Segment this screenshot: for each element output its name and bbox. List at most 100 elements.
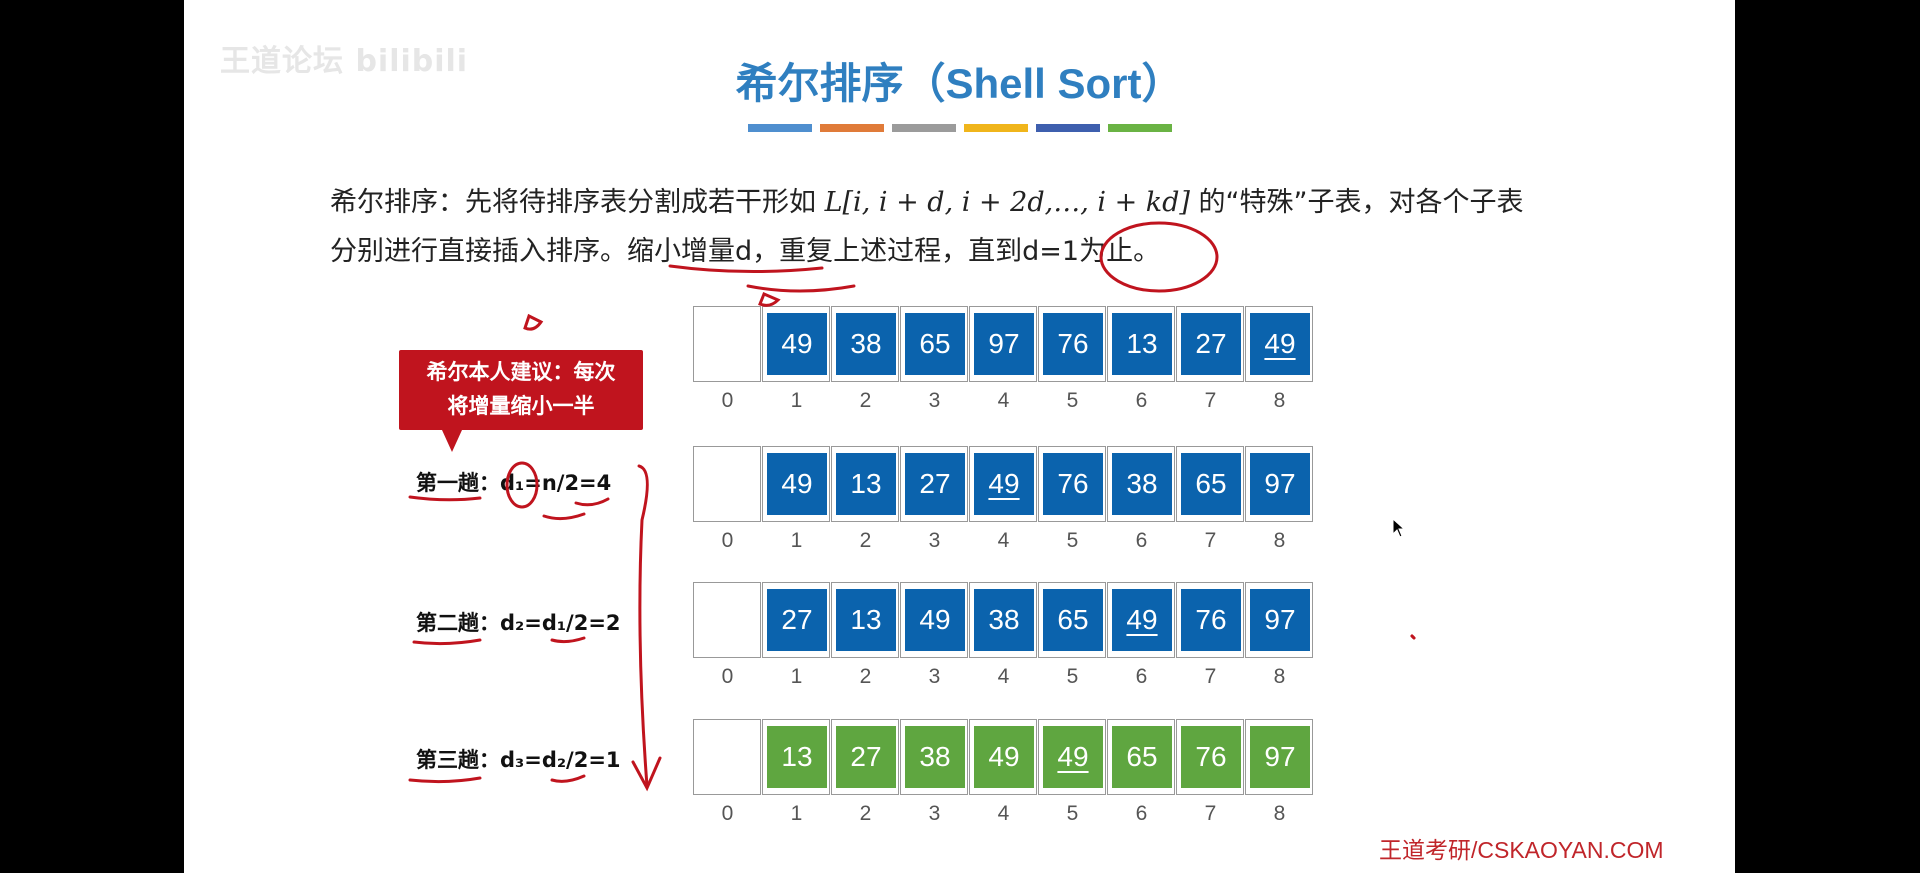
array-value: 49 (1112, 589, 1172, 651)
callout-tail (442, 430, 462, 452)
array-value-text: 65 (919, 328, 951, 359)
array-value-text: 38 (919, 741, 951, 772)
callout-line-1: 希尔本人建议：每次 (426, 360, 616, 384)
description: 希尔排序：先将待排序表分割成若干形如 L[i, i + d, i + 2d,…,… (330, 178, 1630, 276)
array-value: 49 (905, 589, 965, 651)
array-value: 38 (1112, 453, 1172, 515)
slide-title: 希尔排序（Shell Sort） (735, 60, 1184, 107)
array-value-text: 76 (1057, 328, 1089, 359)
array-value: 97 (974, 313, 1034, 375)
array-value-text: 49 (919, 604, 951, 635)
array-cell: 97 (1245, 719, 1313, 795)
array-value: 65 (1181, 453, 1241, 515)
array-row-4: 13 27 38 49 49 65 76 97 (693, 719, 1314, 795)
array-value-text: 76 (1195, 604, 1227, 635)
color-bar-segment (820, 124, 884, 132)
array-value: 49 (974, 726, 1034, 788)
index-label: 4 (997, 802, 1010, 825)
array-value: 27 (1181, 313, 1241, 375)
array-value-text: 65 (1057, 604, 1089, 635)
color-bar-segment (1108, 124, 1172, 132)
array-value: 27 (905, 453, 965, 515)
array-value: 27 (836, 726, 896, 788)
array-value: 13 (836, 453, 896, 515)
array-cell-empty (693, 446, 761, 522)
array-cell: 49 (969, 719, 1037, 795)
array-cell: 27 (831, 719, 899, 795)
description-text-3: 分别进行直接插入排序。 (330, 236, 627, 267)
array-value-text: 38 (1126, 468, 1158, 499)
array-value-text: 13 (850, 468, 882, 499)
index-label: 3 (928, 665, 941, 688)
array-cell: 65 (900, 306, 968, 382)
index-label: 5 (1066, 802, 1079, 825)
array-value-text: 27 (1195, 328, 1227, 359)
array-value: 38 (974, 589, 1034, 651)
index-label: 1 (790, 389, 803, 412)
array-cell: 27 (900, 446, 968, 522)
description-text-4: 缩小增量d (627, 236, 753, 267)
description-text-6: d=1为止。 (1022, 236, 1161, 267)
index-label: 3 (928, 529, 941, 552)
array-value-text: 97 (1264, 741, 1296, 772)
array-cell: 65 (1107, 719, 1175, 795)
index-label: 8 (1273, 802, 1286, 825)
array-cell: 27 (762, 582, 830, 658)
index-label: 5 (1066, 389, 1079, 412)
array-cell: 49 (762, 306, 830, 382)
index-label: 2 (859, 529, 872, 552)
array-value: 38 (905, 726, 965, 788)
mouse-cursor-icon (1392, 518, 1406, 538)
array-value-text: 13 (1126, 328, 1158, 359)
array-cell: 49 (1107, 582, 1175, 658)
index-label: 7 (1204, 665, 1217, 688)
array-value: 38 (836, 313, 896, 375)
index-label: 8 (1273, 529, 1286, 552)
array-cell: 38 (1107, 446, 1175, 522)
index-label: 6 (1135, 389, 1148, 412)
array-value-text: 49 (988, 741, 1020, 772)
array-value-text: 49 (781, 468, 813, 499)
slide: 王道论坛 bilibili 希尔排序（Shell Sort） 希尔排序：先将待排… (184, 0, 1735, 873)
index-label: 0 (721, 529, 734, 552)
array-value-text: 13 (781, 741, 813, 772)
array-value: 13 (767, 726, 827, 788)
color-bar-segment (892, 124, 956, 132)
pass-1-label: 第一趟：d₁=n/2=4 (416, 471, 612, 495)
array-value: 65 (1112, 726, 1172, 788)
array-value: 76 (1043, 453, 1103, 515)
index-label: 1 (790, 529, 803, 552)
array-cell: 65 (1176, 446, 1244, 522)
watermark: 王道论坛 bilibili (220, 44, 469, 79)
array-value-text: 38 (850, 328, 882, 359)
index-label: 0 (721, 389, 734, 412)
array-value: 49 (1043, 726, 1103, 788)
array-value: 76 (1181, 589, 1241, 651)
array-cell: 76 (1176, 582, 1244, 658)
array-cell: 97 (969, 306, 1037, 382)
index-label: 1 (790, 802, 803, 825)
array-value: 97 (1250, 589, 1310, 651)
array-cell: 13 (831, 582, 899, 658)
index-label: 3 (928, 802, 941, 825)
index-label: 5 (1066, 665, 1079, 688)
array-value-text: 65 (1126, 741, 1158, 772)
array-value-text: 49 (1264, 328, 1296, 359)
array-value-text: 97 (1264, 604, 1296, 635)
array-value-text: 49 (1057, 741, 1089, 772)
formula: L[i, i + d, i + 2d,…, i + kd] (824, 187, 1190, 218)
array-value: 76 (1181, 726, 1241, 788)
array-cell: 27 (1176, 306, 1244, 382)
array-value-text: 97 (1264, 468, 1296, 499)
array-cell: 49 (900, 582, 968, 658)
array-value-text: 97 (988, 328, 1020, 359)
array-value-text: 76 (1195, 741, 1227, 772)
array-row-1: 49 38 65 97 76 13 27 49 (693, 306, 1314, 382)
index-label: 8 (1273, 389, 1286, 412)
index-label: 7 (1204, 802, 1217, 825)
index-label: 8 (1273, 665, 1286, 688)
